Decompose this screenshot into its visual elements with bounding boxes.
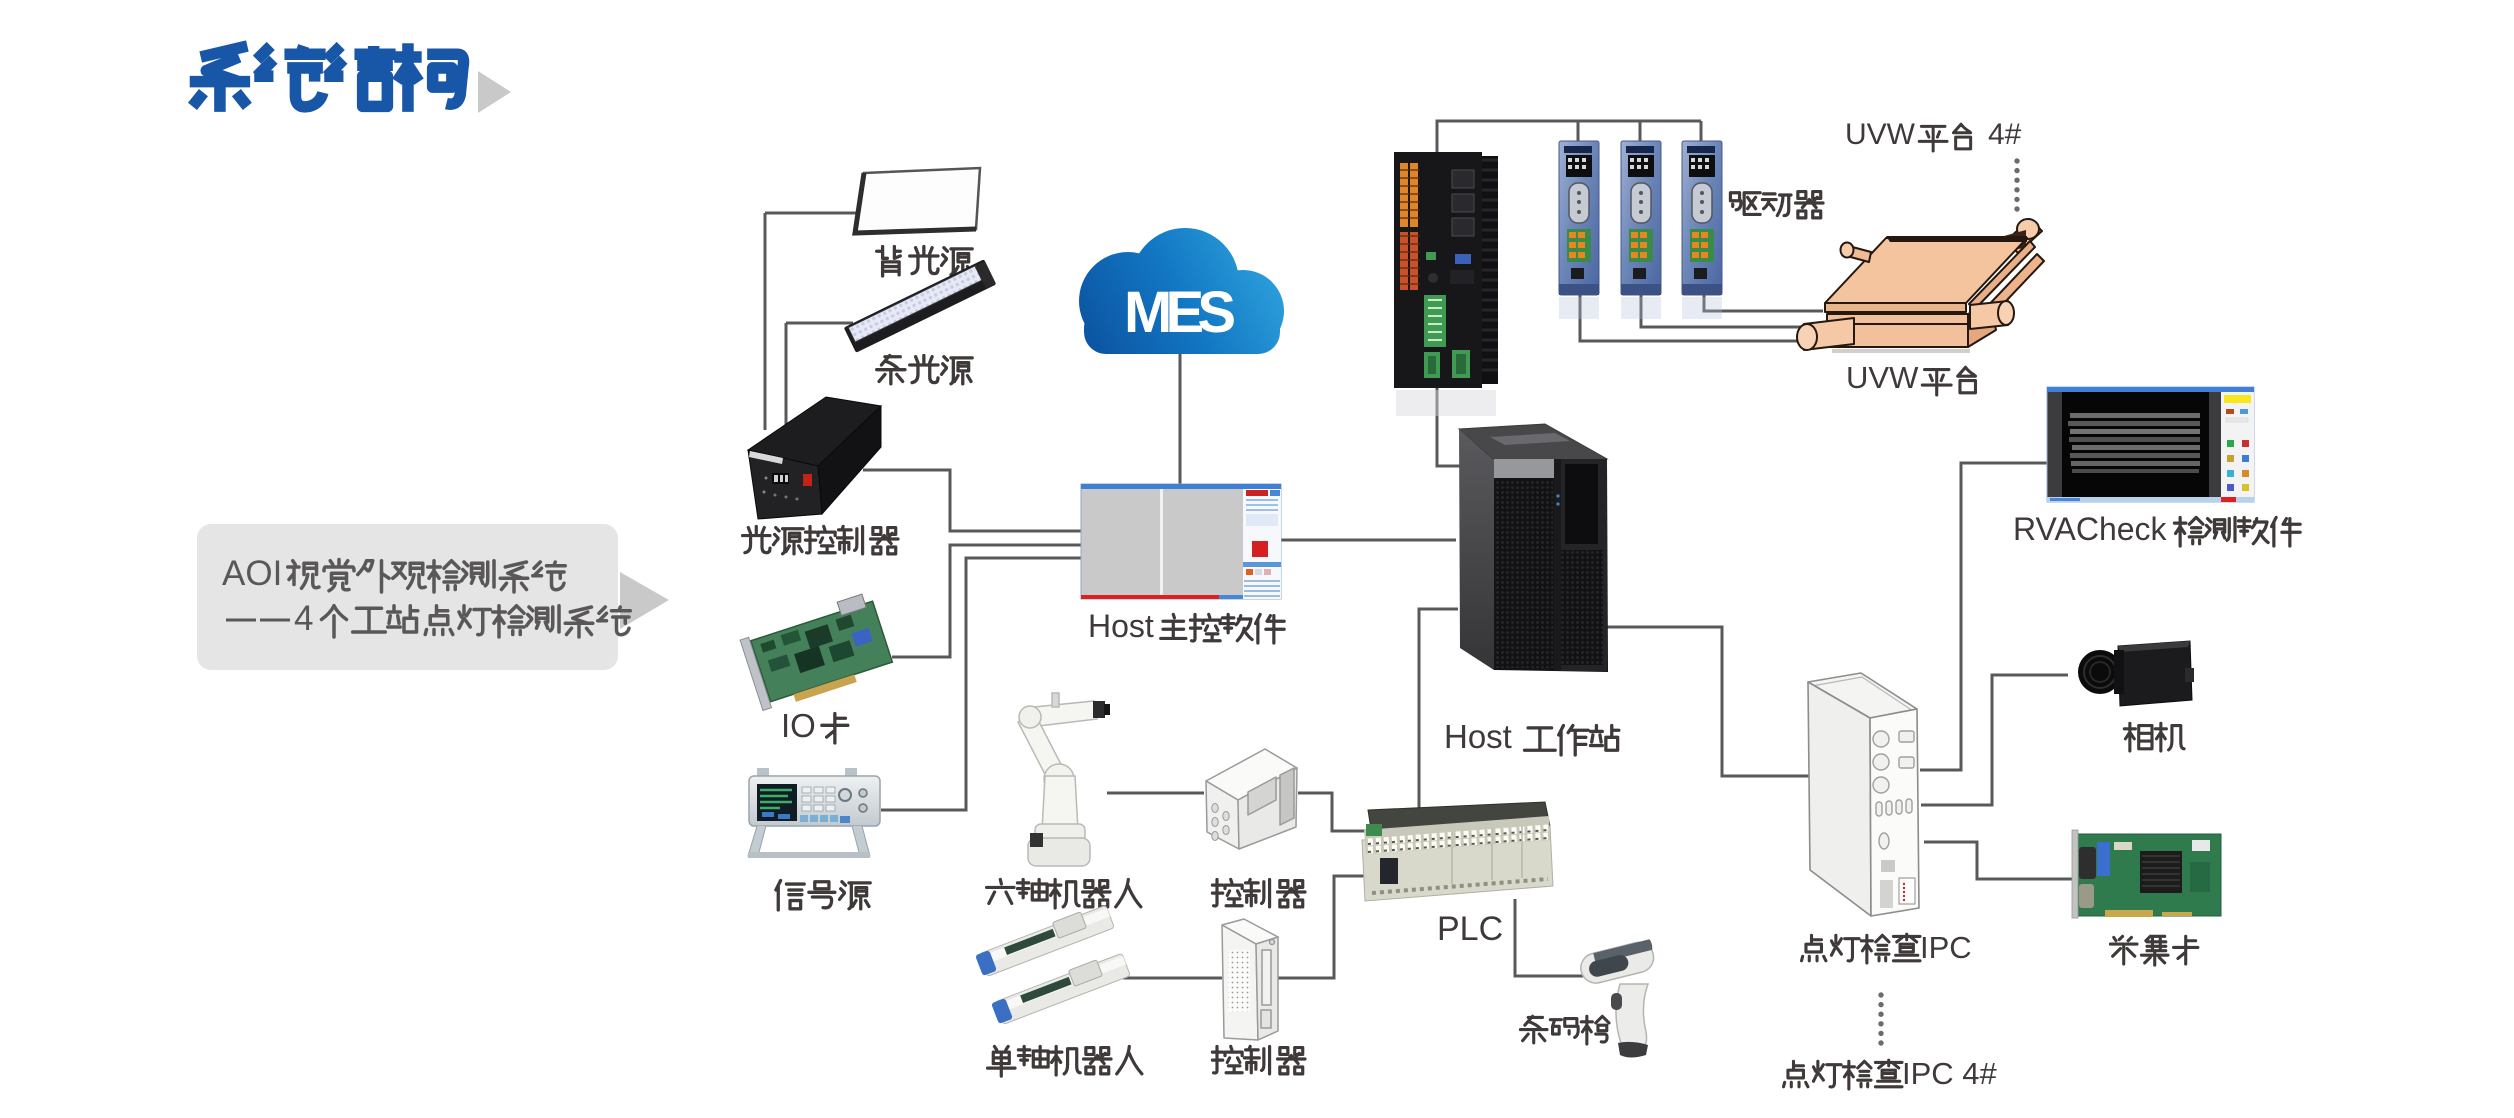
svg-text:IO: IO [781,707,816,744]
svg-text:Host: Host [1444,718,1512,755]
svg-text:4#: 4# [1988,118,2022,151]
svg-text:Host: Host [1088,608,1154,644]
svg-text:MES: MES [1124,280,1236,345]
svg-text:UVW: UVW [1846,360,1919,395]
svg-text:4: 4 [294,599,313,638]
svg-text:IPC: IPC [1920,930,1972,965]
svg-text:PLC: PLC [1437,910,1503,948]
svg-text:IPC 4#: IPC 4# [1902,1056,1998,1091]
svg-text:RVACheck: RVACheck [2013,511,2168,547]
svg-text:AOI: AOI [222,554,282,593]
svg-text:UVW: UVW [1845,118,1916,151]
